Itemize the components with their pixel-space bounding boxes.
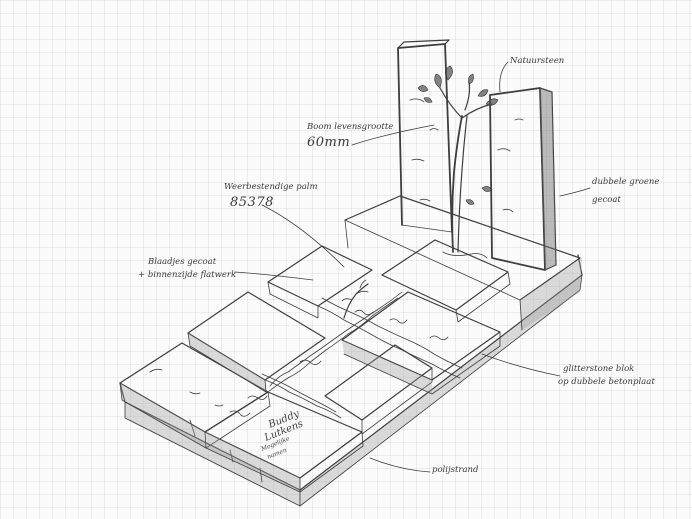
leader-natural-stone	[499, 61, 509, 93]
tile-back-right	[381, 239, 511, 323]
stele-left	[397, 39, 453, 233]
rear-plinth	[344, 195, 582, 331]
leader-polished	[369, 457, 431, 473]
tile-middle-left	[187, 291, 326, 393]
annotation-tree-line2: 60mm	[307, 135, 351, 150]
tile-front-left	[119, 342, 271, 449]
tree	[417, 65, 499, 259]
annotation-glitter-line2: op dubbele betonplaat	[558, 377, 655, 387]
leader-weather-palm	[261, 204, 345, 268]
tile-middle-right	[341, 291, 501, 395]
tile-front-right	[324, 344, 433, 435]
base-plinth	[119, 254, 583, 507]
small-palm	[341, 279, 369, 319]
engraving: Buddy Lutkens Mogelijke namen	[259, 408, 305, 460]
annotation-leaves-line1: Blaadjes gecoat	[148, 257, 217, 267]
leader-lines	[234, 61, 591, 473]
annotation-glitter-line1: glitterstone blok	[563, 364, 635, 374]
annotation-palm-line2: 85378	[230, 195, 274, 210]
annotation-polished: polijstrand	[432, 465, 479, 475]
tile-back-left	[267, 245, 373, 319]
leader-leaves	[234, 271, 314, 281]
annotation-natural-stone: Natuursteen	[510, 56, 565, 66]
annotation-leaves-line2: + binnenzijde flatwerk	[138, 270, 237, 280]
annotation-double-green-line1: dubbele groene	[592, 177, 660, 187]
gravel-joints	[229, 291, 463, 419]
stele-right	[489, 87, 557, 271]
leader-double-green	[559, 187, 591, 197]
annotation-tree-line1: Boom levensgrootte	[307, 122, 394, 132]
annotation-double-green-line2: gecoat	[592, 195, 621, 205]
leader-glitter	[481, 353, 561, 377]
leader-tree	[351, 124, 435, 146]
annotation-palm-line1: Weerbestendige palm	[224, 182, 318, 192]
